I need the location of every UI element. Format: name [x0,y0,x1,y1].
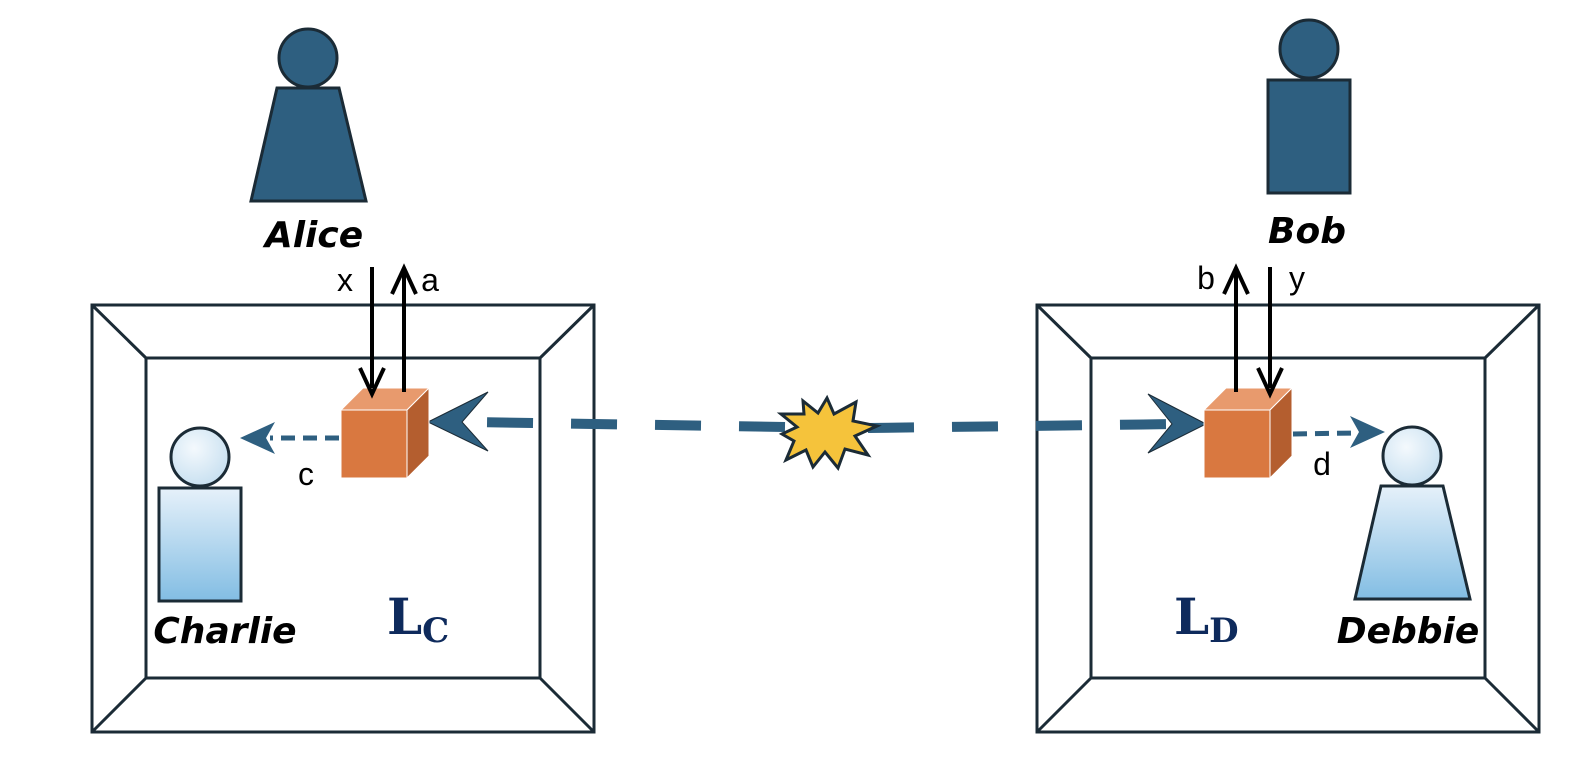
arrow-d [1292,416,1385,448]
device-box-right [1202,386,1294,480]
charlie-figure [157,426,243,603]
alice-figure [249,27,368,203]
arrow-y-head [1256,367,1284,399]
alice-body [249,86,368,203]
label-d: d [1313,446,1331,482]
device-box-left [339,386,431,480]
arrow-a-head [390,263,418,295]
source-burst-icon [776,394,882,471]
label-a: a [421,262,439,298]
dashed-line-to-left [469,417,786,432]
debbie-label: Debbie [1337,611,1480,652]
debbie-figure [1353,425,1472,601]
lab-label-left-main: L [387,587,422,646]
alice-arrows [358,263,418,399]
arrowhead-left [426,391,489,452]
lab-label-right-main: L [1174,587,1209,646]
charlie-head [169,426,231,488]
entangled-pair-lines [469,417,1181,433]
arrow-b-head [1222,263,1250,295]
bob-figure [1266,18,1352,195]
charlie-label: Charlie [153,611,296,652]
arrow-x-head [358,367,386,399]
label-x: x [337,262,353,298]
arrowhead-right [1147,393,1208,454]
label-c: c [298,456,314,492]
bob-label: Bob [1268,211,1346,252]
lab-label-right-sub: D [1209,611,1238,651]
bob-arrows [1222,263,1284,399]
lab-box-left [90,303,596,734]
lab-label-left-sub: C [422,611,449,651]
label-b: b [1197,260,1215,296]
arrow-c [240,422,339,454]
bob-body [1266,78,1352,195]
dashed-line-to-right [867,419,1181,433]
lab-label-left: LC [387,587,449,651]
debbie-head [1381,425,1443,487]
lab-label-right: LD [1174,587,1239,651]
alice-head [277,27,339,89]
bob-head [1278,18,1340,80]
charlie-body [157,486,243,603]
debbie-body [1353,484,1472,601]
label-y: y [1289,260,1305,296]
lab-box-right [1035,303,1541,734]
alice-label: Alice [262,215,363,256]
